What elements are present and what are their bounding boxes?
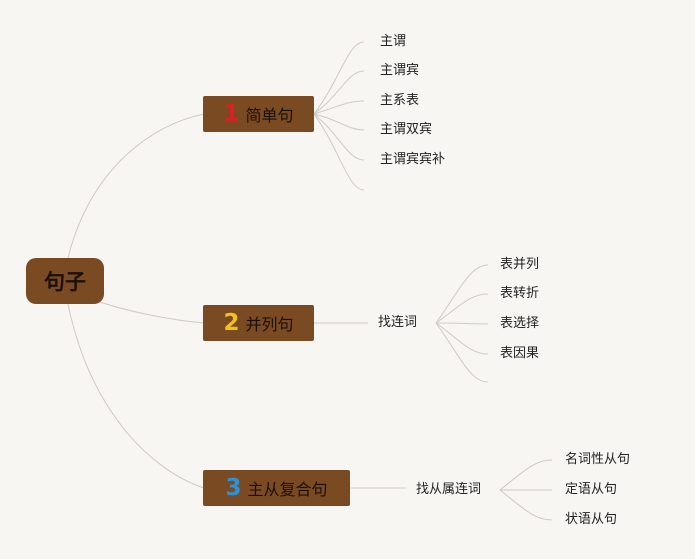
branch-node-compound-sentence[interactable]: 2 并列句 [203,305,314,341]
simple-item[interactable]: 主系表 [380,93,420,108]
simple-item[interactable]: 主谓双宾 [380,122,433,137]
root-label: 句子 [44,270,86,294]
link-b1-item-5 [313,113,365,191]
link-root-branch-1 [67,113,205,259]
link-b1-item-2 [313,100,365,115]
simple-item[interactable]: 主谓宾宾补 [380,152,446,167]
compound-item[interactable]: 表转折 [500,286,540,301]
link-b1-item-0 [313,41,365,115]
link-b1-item-1 [313,70,365,115]
branch-node-simple-sentence[interactable]: 1 简单句 [203,96,314,132]
complex-item[interactable]: 定语从句 [565,482,618,497]
link-c3-item-0 [499,459,553,491]
branch-node-complex-sentence[interactable]: 3 主从复合句 [203,470,350,506]
link-b1-item-3 [313,113,365,131]
compound-item[interactable]: 表并列 [500,257,540,272]
branch-label: 主从复合句 [247,480,328,499]
compound-item[interactable]: 表因果 [500,346,540,361]
complex-connector[interactable]: 找从属连词 [416,482,482,497]
link-c2-item-3 [435,322,489,355]
compound-connector[interactable]: 找连词 [378,315,418,330]
complex-item[interactable]: 名词性从句 [565,452,631,467]
complex-item[interactable]: 状语从句 [565,512,618,527]
branch-number: 1 [223,100,240,127]
link-c2-item-4 [435,322,489,383]
link-c2-item-1 [435,293,489,324]
compound-item[interactable]: 表选择 [500,316,540,331]
simple-item[interactable]: 主谓 [380,34,407,49]
branch-label: 并列句 [245,315,294,334]
root-node[interactable]: 句子 [26,258,104,304]
link-root-branch-2 [99,301,205,324]
link-root-branch-3 [67,303,205,489]
link-b1-item-4 [313,113,365,161]
link-c3-item-2 [499,489,553,521]
link-c2-item-0 [435,264,489,324]
branch-number: 3 [225,474,242,501]
branch-label: 简单句 [245,106,294,125]
link-c2-item-2 [435,322,489,325]
simple-item[interactable]: 主谓宾 [380,63,420,78]
branch-number: 2 [223,309,240,336]
